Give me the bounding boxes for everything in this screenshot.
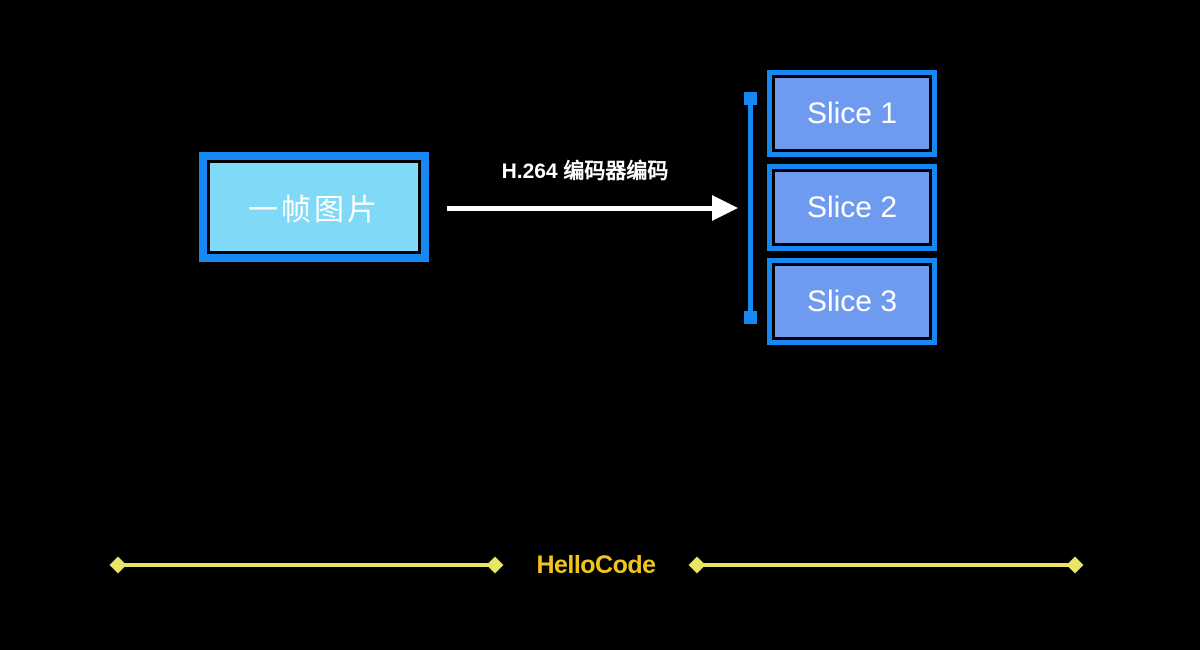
footer-rule-right: [697, 563, 1075, 567]
slice-box-2-fill: Slice 2: [775, 172, 929, 243]
frame-box-fill: 一帧图片: [210, 163, 418, 251]
arrowhead-icon: [712, 195, 738, 221]
encode-arrow-line: [447, 206, 715, 211]
slice-box-3-label: Slice 3: [806, 284, 898, 318]
slice-box-3: Slice 3: [767, 258, 937, 345]
slice-box-1-fill: Slice 1: [775, 78, 929, 149]
frame-box-label: 一帧图片: [248, 194, 380, 227]
slice-box-1: Slice 1: [767, 70, 937, 157]
frame-box: 一帧图片: [199, 152, 429, 262]
slice-group: Slice 1 Slice 2 Slice 3: [767, 70, 937, 345]
encode-arrow-label: H.264 编码器编码: [501, 160, 669, 183]
slice-box-3-fill: Slice 3: [775, 266, 929, 337]
diamond-icon: [109, 556, 127, 574]
slice-box-2-label: Slice 2: [806, 190, 898, 224]
brace-cap-top: [744, 92, 757, 105]
slice-box-1-label: Slice 1: [806, 96, 898, 130]
slice-box-2: Slice 2: [767, 164, 937, 251]
slice-brace-line: [748, 98, 753, 318]
footer-rule-left: [118, 563, 495, 567]
brace-cap-bottom: [744, 311, 757, 324]
watermark-text: HelloCode: [536, 551, 656, 579]
diamond-icon: [1066, 556, 1084, 574]
